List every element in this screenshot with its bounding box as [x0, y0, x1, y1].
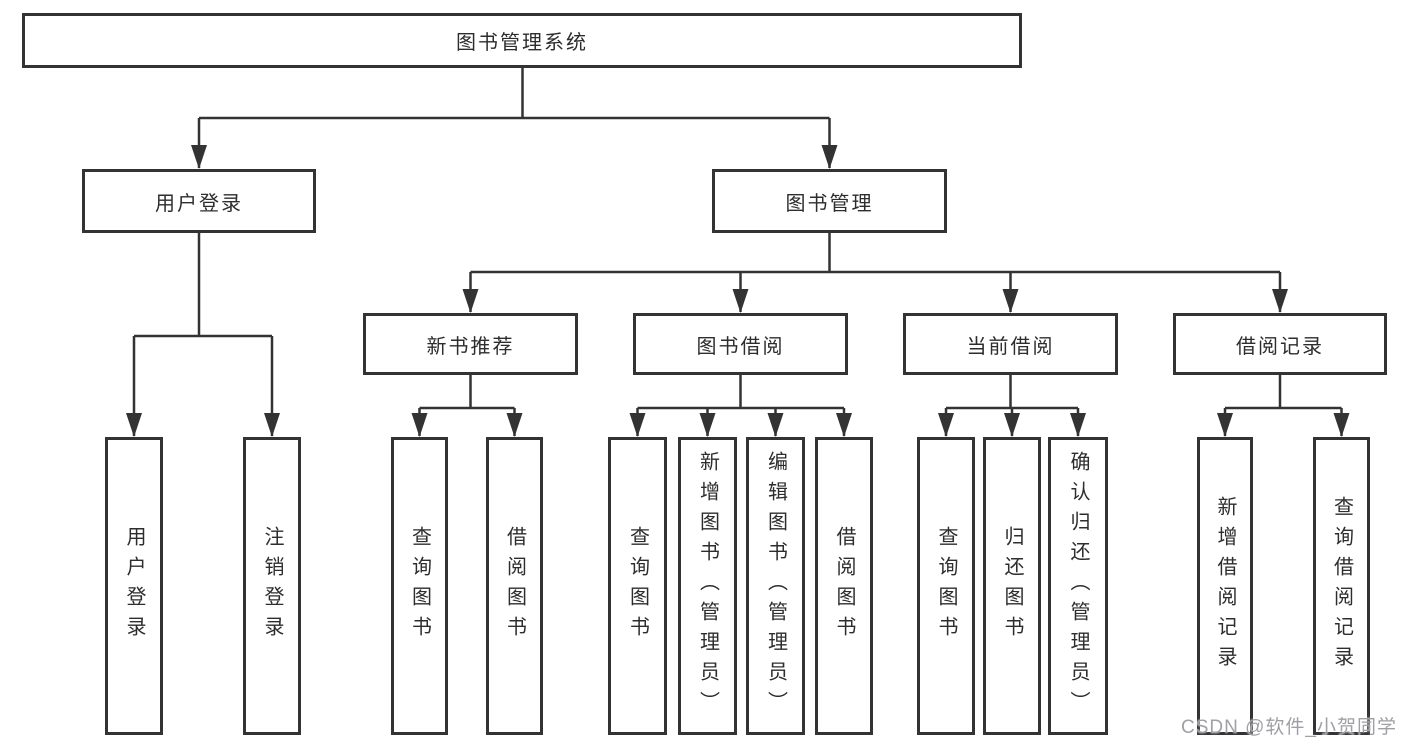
node-current-borrowing: 当前借阅 — [903, 313, 1118, 375]
node-current-confirm-return-admin: 确认归还（管理员） — [1048, 437, 1108, 735]
node-label: 编辑图书（管理员） — [764, 451, 787, 721]
connector — [946, 375, 1078, 410]
node-label: 用户登录 — [155, 192, 243, 215]
node-label: 新书推荐 — [426, 335, 515, 358]
node-label: 新增图书（管理员） — [696, 451, 719, 721]
node-borrowing-query-books: 查询图书 — [608, 437, 667, 735]
node-label: 借阅记录 — [1236, 335, 1324, 358]
node-label: 借阅图书 — [503, 526, 526, 646]
node-label: 确认归还（管理员） — [1067, 451, 1089, 721]
node-label: 查询图书 — [408, 526, 431, 646]
node-borrowing-edit-books-admin: 编辑图书（管理员） — [746, 437, 805, 735]
node-label: 图书管理系统 — [456, 32, 588, 54]
node-borrow-records: 借阅记录 — [1173, 313, 1387, 375]
node-user-login-leaf: 用户登录 — [105, 437, 163, 735]
node-new-book-recommend: 新书推荐 — [363, 313, 578, 375]
node-label: 图书管理 — [785, 192, 874, 215]
node-borrowing-add-books-admin: 新增图书（管理员） — [678, 437, 737, 735]
connector — [199, 68, 830, 120]
node-label: 用户登录 — [123, 526, 145, 646]
connector — [1225, 375, 1342, 410]
node-records-add-record: 新增借阅记录 — [1197, 437, 1253, 735]
node-recommend-borrow-books: 借阅图书 — [486, 437, 543, 735]
watermark-text: CSDN @软件_小贺同学 — [1181, 717, 1397, 738]
connector — [419, 375, 515, 410]
node-recommend-query-books: 查询图书 — [391, 437, 448, 735]
node-label: 注销登录 — [261, 526, 283, 646]
node-records-query-record: 查询借阅记录 — [1313, 437, 1370, 735]
node-library-management-system: 图书管理系统 — [22, 13, 1022, 68]
node-label: 查询借阅记录 — [1330, 496, 1353, 676]
node-label: 查询图书 — [935, 526, 957, 646]
node-label: 查询图书 — [626, 526, 649, 646]
node-book-borrowing: 图书借阅 — [633, 313, 848, 375]
node-current-return-books: 归还图书 — [983, 437, 1041, 735]
node-label: 归还图书 — [1001, 526, 1023, 646]
node-borrowing-borrow-books: 借阅图书 — [815, 437, 873, 735]
node-label: 新增借阅记录 — [1214, 496, 1236, 676]
connector — [470, 233, 1280, 274]
node-label: 图书借阅 — [696, 335, 785, 358]
node-label: 借阅图书 — [833, 526, 855, 646]
node-label: 当前借阅 — [966, 335, 1055, 358]
node-current-query-books: 查询图书 — [917, 437, 975, 735]
node-book-management: 图书管理 — [712, 169, 947, 233]
node-logout-leaf: 注销登录 — [243, 437, 301, 735]
connector — [637, 375, 844, 410]
node-user-login: 用户登录 — [82, 169, 316, 233]
connector — [134, 233, 272, 338]
